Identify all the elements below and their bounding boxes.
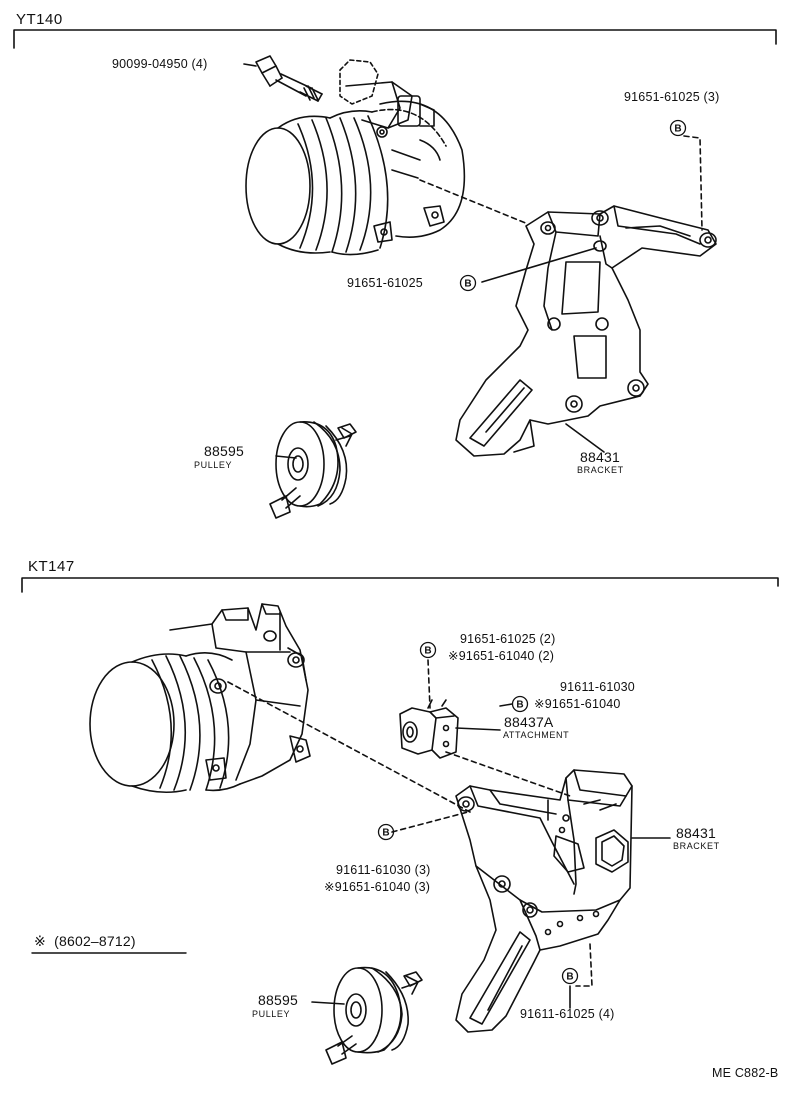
- svg-text:B: B: [674, 124, 681, 135]
- asterisk-symbol: ※: [324, 880, 335, 894]
- part-number-label: ※91651-61040 (2): [448, 649, 555, 663]
- leader-line: [311, 1001, 345, 1005]
- part-number-label: 91651-61025 (2): [460, 632, 556, 646]
- attachment-name: ATTACHMENT: [503, 730, 570, 740]
- bracket-part-number: 88431: [676, 825, 716, 841]
- pulley-part-number: 88595: [204, 443, 244, 459]
- leader-line: [575, 943, 593, 987]
- bracket-part-number: 88431: [580, 449, 620, 465]
- leader-line: [499, 703, 513, 707]
- part-number-label: 90099-04950 (4): [112, 57, 208, 71]
- part-number-label: 91611-61025 (4): [520, 1007, 615, 1021]
- svg-text:B: B: [566, 972, 573, 983]
- part-number-label: 91611-61030: [560, 680, 635, 694]
- asterisk-symbol: ※: [448, 649, 459, 663]
- leader-line: [455, 727, 501, 731]
- leader-line: [391, 811, 469, 833]
- svg-text:B: B: [382, 828, 389, 839]
- part-number-label: 91651-61025 (3): [624, 90, 720, 104]
- bracket-name: BRACKET: [577, 465, 624, 475]
- leader-line: [445, 751, 571, 797]
- pulley-part-number: 88595: [258, 992, 298, 1008]
- svg-text:B: B: [516, 700, 523, 711]
- leader-line: [419, 179, 529, 225]
- pulley-name: PULLEY: [194, 460, 233, 470]
- attachment-part-number: 88437A: [504, 714, 554, 730]
- date-note: ※ (8602–8712): [34, 933, 136, 949]
- pulley-name: PULLEY: [252, 1009, 291, 1019]
- svg-text:B: B: [424, 646, 431, 657]
- diagram-code: ME C882-B: [712, 1066, 779, 1080]
- top-section-frame: [13, 29, 777, 49]
- section-title-kt147: KT147: [28, 558, 75, 575]
- bracket-icon: [455, 769, 633, 1033]
- part-number-label: 91611-61030 (3): [336, 863, 431, 877]
- compressor-icon: [245, 59, 466, 256]
- attachment-icon: [399, 699, 459, 759]
- asterisk-symbol: ※: [534, 697, 545, 711]
- leader-line: [683, 135, 703, 231]
- bottom-section-frame: [21, 577, 779, 593]
- pulley-icon: [269, 421, 357, 519]
- leader-line: [565, 423, 605, 453]
- leader-line: [275, 455, 297, 459]
- leader-line: [427, 659, 431, 709]
- circled-b-label: B B B B B B: [382, 124, 681, 983]
- circled-b-icon: [377, 119, 687, 985]
- leader-line: [227, 681, 471, 813]
- bracket-name: BRACKET: [673, 841, 720, 851]
- leader-line: [243, 63, 257, 67]
- svg-text:B: B: [464, 279, 471, 290]
- bracket-icon: [455, 205, 717, 457]
- part-number-label: 91651-61025: [347, 276, 423, 290]
- section-title-yt140: YT140: [16, 11, 63, 28]
- part-number-label: ※91651-61040: [534, 697, 621, 711]
- compressor-icon: [89, 603, 311, 794]
- asterisk-symbol: ※: [34, 933, 46, 949]
- part-number-label: ※91651-61040 (3): [324, 880, 431, 894]
- compressor-bolt-icon: [255, 55, 323, 102]
- leader-line: [481, 247, 597, 283]
- pulley-icon: [325, 966, 423, 1065]
